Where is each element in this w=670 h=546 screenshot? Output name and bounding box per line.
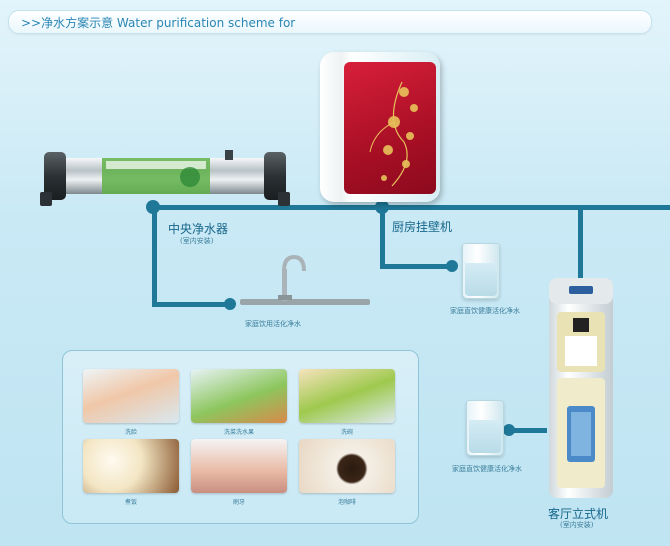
- living-output-label: 家庭直饮健康活化净水: [452, 465, 522, 473]
- glass-water-fill-2: [469, 419, 501, 453]
- pipe-central-down: [152, 207, 157, 307]
- kitchen-water-glass: [462, 243, 500, 299]
- junction-faucet: [224, 298, 236, 310]
- page-title: >>净水方案示意 Water purification scheme for: [21, 16, 296, 30]
- gallery-label: 煮饭: [124, 499, 137, 506]
- floral-pattern-icon: [369, 81, 418, 187]
- kitchen-unit-name: 厨房挂壁机: [392, 220, 453, 234]
- gallery-label: 洗脸: [124, 429, 137, 436]
- junction-living-glass: [503, 424, 515, 436]
- main-pipe: [150, 205, 670, 210]
- gallery-label: 刷牙: [232, 499, 245, 506]
- gallery-thumb-dish-wash: [299, 369, 395, 423]
- kitchen-wall-unit-illustration: [320, 52, 440, 202]
- pipe-living-down: [578, 207, 583, 285]
- gallery-label: 泡咖啡: [337, 499, 356, 506]
- living-water-glass: [466, 400, 504, 456]
- pipe-kitchen-down: [380, 207, 385, 269]
- gallery-thumb-veg-wash: [191, 369, 287, 423]
- faucet-label: 家庭饮用活化净水: [245, 320, 301, 328]
- living-room-dispenser-illustration: [549, 278, 613, 498]
- kitchen-output-label: 家庭直饮健康活化净水: [450, 307, 520, 315]
- gallery-thumb-face-wash: [83, 369, 179, 423]
- wall-unit-front-panel: [344, 62, 436, 194]
- living-unit-name: 客厅立式机: [548, 507, 609, 521]
- gallery-label: 洗碗: [340, 429, 353, 436]
- gallery-thumb-coffee: [299, 439, 395, 493]
- title-bar: >>净水方案示意 Water purification scheme for: [8, 10, 652, 34]
- pipe-kitchen-glass: [380, 264, 450, 269]
- central-filter-name: 中央净水器: [168, 222, 229, 236]
- pipe-central-faucet: [152, 302, 232, 307]
- central-filter-note: (室内安装): [180, 237, 214, 245]
- pipe-living-glass: [505, 428, 547, 433]
- central-filter-illustration: [40, 150, 290, 206]
- faucet-illustration: [240, 255, 370, 305]
- gallery-label: 洗菜洗水果: [223, 429, 254, 436]
- gallery-thumb-brush-teeth: [191, 439, 287, 493]
- usage-gallery-panel: 洗脸 洗菜洗水果 洗碗 煮饭 刷牙 泡咖啡: [62, 350, 419, 524]
- gallery-thumb-cook-rice: [83, 439, 179, 493]
- junction-kitchen-glass: [446, 260, 458, 272]
- living-unit-note: (室内安装): [560, 521, 594, 529]
- glass-water-fill: [465, 262, 497, 296]
